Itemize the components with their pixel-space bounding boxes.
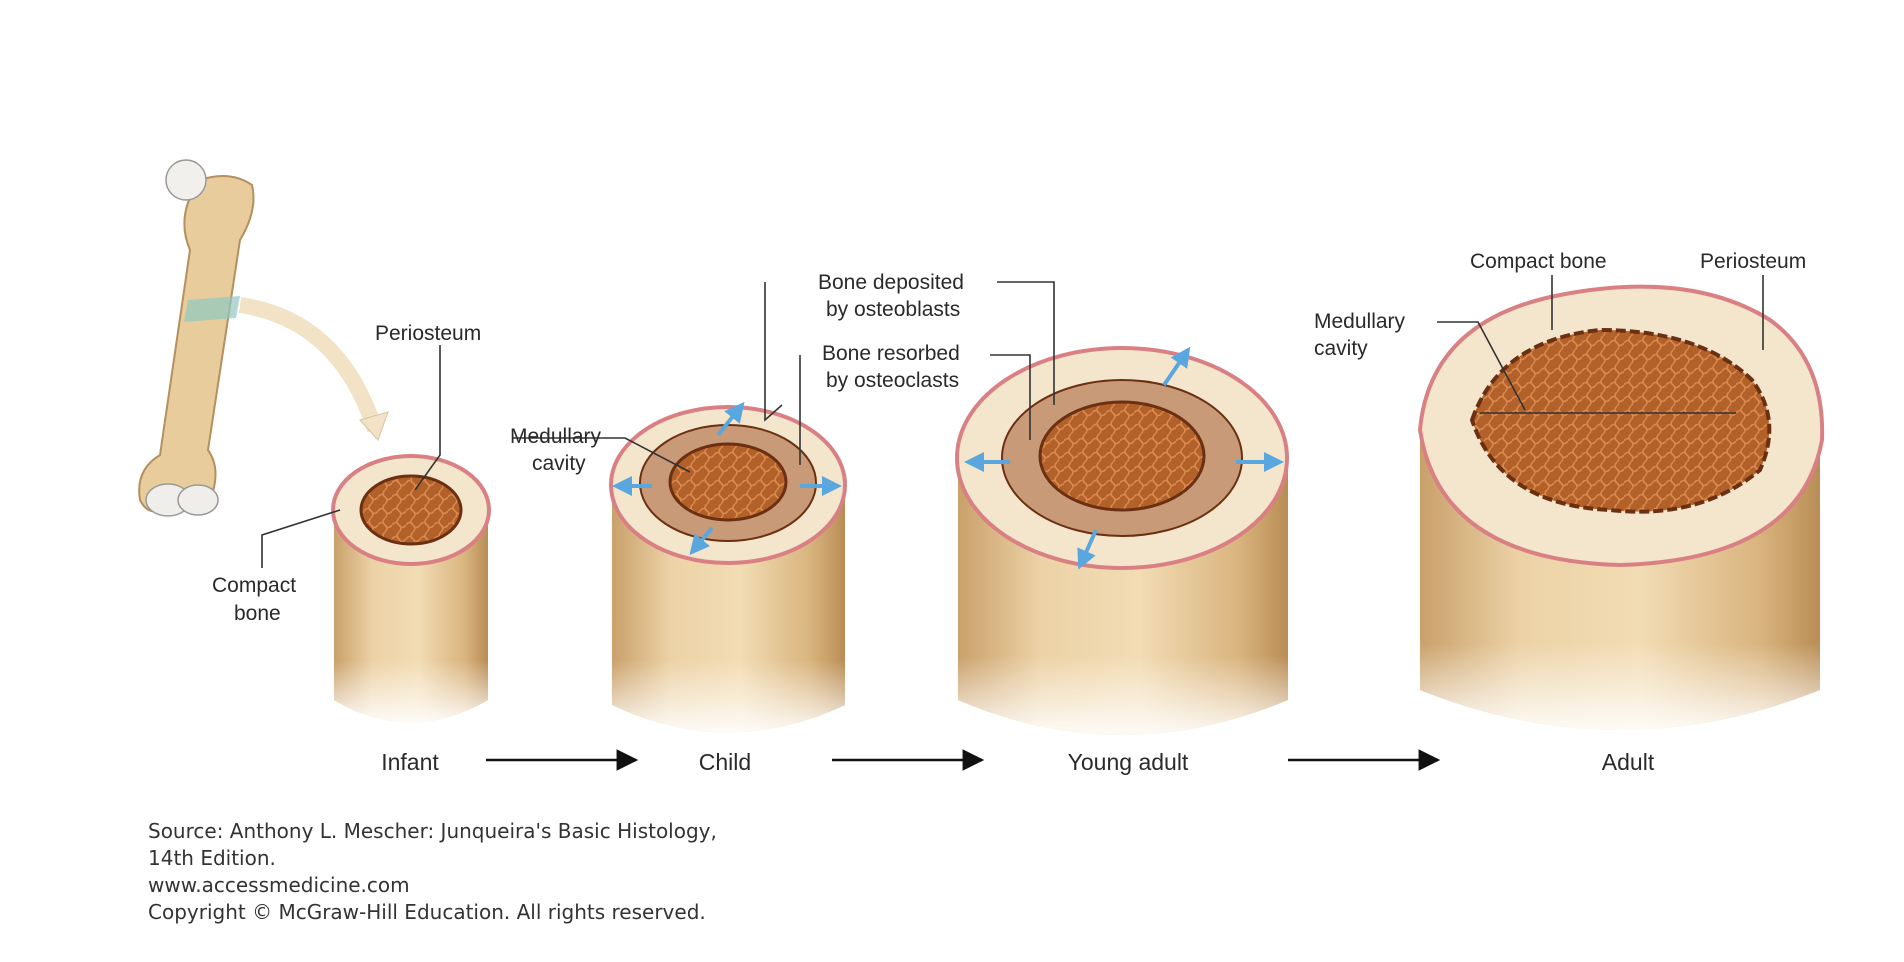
femur-illustration — [138, 159, 389, 517]
label-medullary-adult-line1: Medullary — [1314, 310, 1406, 333]
stage-label-infant: Infant — [381, 749, 439, 775]
source-line-2: 14th Edition. — [148, 846, 276, 870]
label-medullary-child-line1: Medullary — [510, 425, 602, 448]
source-line-4: Copyright © McGraw-Hill Education. All r… — [148, 900, 706, 924]
growth-arrows-child — [612, 401, 842, 556]
label-medullary-adult-line2: cavity — [1314, 337, 1368, 360]
stage-label-child: Child — [699, 749, 751, 775]
label-bone-resorbed-line2: by osteoclasts — [826, 369, 959, 392]
source-line-1: Source: Anthony L. Mescher: Junqueira's … — [148, 819, 717, 843]
source-caption: Source: Anthony L. Mescher: Junqueira's … — [148, 818, 717, 926]
adult-bone — [1417, 284, 1825, 730]
infant-bone — [331, 454, 491, 723]
growth-arrows-young-adult — [964, 346, 1284, 570]
source-line-3: www.accessmedicine.com — [148, 873, 410, 897]
leader-lines — [261, 275, 1764, 568]
label-bone-resorbed-line1: Bone resorbed — [822, 342, 960, 365]
label-compact-bone-adult: Compact bone — [1470, 250, 1607, 273]
label-compact-bone-infant-line2: bone — [234, 602, 281, 625]
labels: Periosteum Compact bone Medullary cavity… — [212, 250, 1806, 625]
label-periosteum-infant: Periosteum — [375, 322, 481, 345]
label-medullary-child-line2: cavity — [532, 452, 586, 475]
stage-label-young-adult: Young adult — [1068, 749, 1189, 775]
label-bone-deposited-line2: by osteoblasts — [826, 298, 960, 321]
label-compact-bone-infant-line1: Compact — [212, 574, 296, 597]
young-adult-bone — [955, 346, 1289, 735]
stage-label-adult: Adult — [1602, 749, 1655, 775]
label-periosteum-adult: Periosteum — [1700, 250, 1806, 273]
label-bone-deposited-line1: Bone deposited — [818, 271, 964, 294]
stage-row: Infant Child Young adult Adult — [381, 749, 1655, 775]
child-bone — [609, 401, 847, 733]
